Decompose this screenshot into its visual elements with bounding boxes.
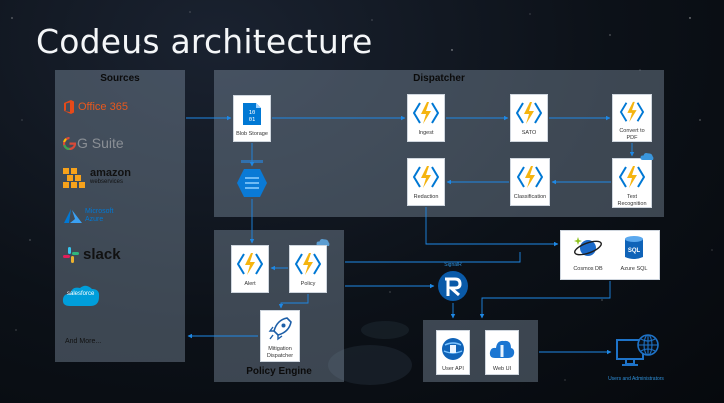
slack-icon [63,246,79,263]
alert-label: Alert [244,281,256,287]
aws-amazon-text: amazon [90,167,131,179]
blob-storage-icon: 10 01 [243,103,261,125]
blob-storage-label: Blob Storage [236,131,268,137]
azure-sql-icon: SQL [625,236,643,259]
azure-function-icon [619,101,645,123]
sources-panel: Sources [55,70,185,362]
aws-cubes-icon [63,168,85,188]
azure-sql-item[interactable]: SQL Azure SQL [615,235,653,272]
sources-more-text: And More... [65,338,102,345]
svg-text:10: 10 [249,110,256,116]
cosmos-db-label: Cosmos DB [573,266,603,272]
azure-function-icon [413,102,439,124]
users-label: Users and Administrators [608,376,664,382]
classification-label: Classification [513,194,547,200]
policy-engine-title: Policy Engine [246,366,312,377]
azure-function-icon [237,253,263,275]
aws-logo: amazon webservices [63,167,131,189]
azure-function-icon [413,166,439,188]
azure-sql-glyph: SQL [628,248,641,254]
azure-azure-text: Azure [85,216,104,223]
gsuite-logo: G Suite [63,135,124,151]
salesforce-cloud-icon [62,285,100,306]
azure-sql-label: Azure SQL [620,266,648,272]
signalr-icon[interactable] [437,270,469,302]
office365-text: Office 365 [78,101,128,113]
office-icon [64,100,74,114]
signalr-label: SignalR [444,262,462,268]
event-grid-icon [237,169,267,197]
user-api-label: User API [442,366,464,372]
salesforce-logo: salesforce [62,282,100,313]
web-ui-card[interactable]: Web UI [485,330,519,375]
sato-function-card[interactable]: SATO [510,94,548,142]
azure-function-icon [619,166,645,188]
blob-storage-card[interactable]: 10 01 Blob Storage [233,95,271,142]
ingest-label: Ingest [418,130,434,136]
convert-to-pdf-label: Convert to PDF [619,128,645,141]
mitigation-label: Mitigation Dispatcher [266,346,294,359]
web-ui-label: Web UI [492,366,512,372]
redaction-label: Redaction [413,194,439,200]
convert-to-pdf-function-card[interactable]: Convert to PDF [612,94,652,142]
office365-logo: Office 365 [63,100,128,114]
slide-title: Codeus architecture [36,22,373,61]
azure-function-icon [516,102,542,124]
azure-function-icon [295,253,321,275]
azure-function-icon [517,166,543,188]
svg-text:01: 01 [249,117,256,123]
azure-a-icon [64,209,82,223]
azure-logo: Microsoft Azure [63,208,113,224]
alert-function-card[interactable]: Alert [231,245,269,293]
slack-text: slack [83,246,121,263]
text-recognition-label: Text Recognition [617,194,647,207]
aws-webservices-text: webservices [90,179,124,185]
policy-label: Policy [300,281,316,287]
cosmos-db-icon [574,237,602,256]
google-icon [63,136,76,150]
classification-function-card[interactable]: Classification [510,158,550,206]
sato-label: SATO [521,130,537,136]
policy-function-card[interactable]: Policy [289,245,327,293]
salesforce-text: salesforce [67,291,95,297]
redaction-function-card[interactable]: Redaction [407,158,445,206]
user-api-card[interactable]: User API [436,330,470,375]
mitigation-dispatcher-card[interactable]: Mitigation Dispatcher [260,310,300,362]
gsuite-text: G Suite [77,135,124,151]
users-globe-computer-icon [616,334,659,366]
dispatcher-title: Dispatcher [413,73,465,84]
app-service-icon [442,338,464,360]
azure-microsoft-text: Microsoft [85,208,114,215]
cloud-link-icon [316,239,330,246]
web-app-cloud-icon [489,340,515,358]
rocket-icon [268,317,292,341]
cosmos-db-item[interactable]: Cosmos DB [569,235,607,272]
ingest-function-card[interactable]: Ingest [407,94,445,142]
cloud-link-icon [640,153,654,160]
slack-logo: slack [63,246,121,263]
text-recognition-function-card[interactable]: Text Recognition [612,158,652,208]
sources-title: Sources [100,73,140,84]
storage-box: Cosmos DB SQL Azure SQL [560,230,660,280]
